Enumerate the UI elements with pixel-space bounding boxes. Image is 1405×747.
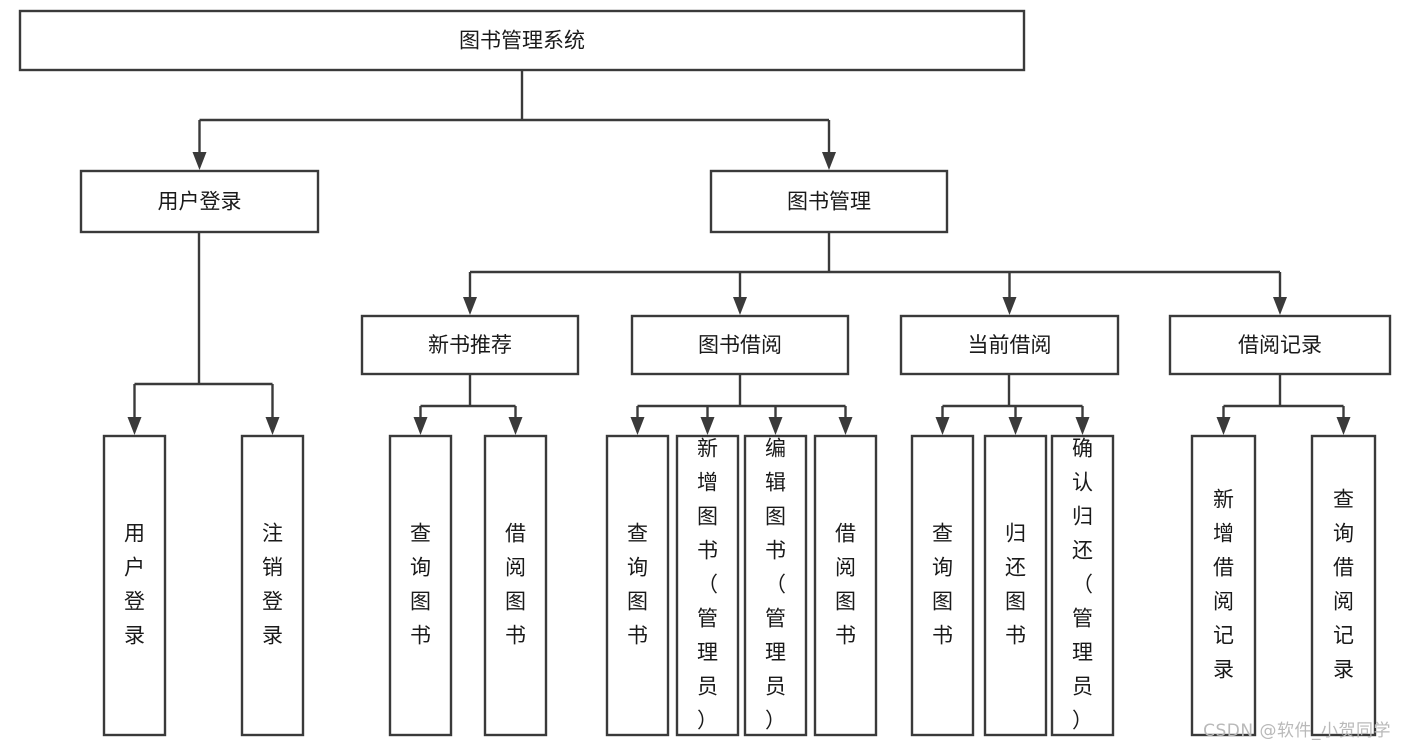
node-f-return-book[interactable]: 归还图书 xyxy=(983,434,1048,737)
node-box-current-borrow[interactable] xyxy=(899,314,1120,376)
node-f-user-logout[interactable]: 注销登录 xyxy=(240,434,305,737)
node-box-borrow-records[interactable] xyxy=(1168,314,1392,376)
connector-group-book-borrow xyxy=(630,374,853,435)
connector-group-root xyxy=(192,70,836,170)
node-label-book-borrow: 图书借阅 xyxy=(698,333,782,357)
node-box-f-confirm-return[interactable] xyxy=(1050,434,1115,737)
node-box-f-user-logout[interactable] xyxy=(240,434,305,737)
node-box-f-edit-book[interactable] xyxy=(743,434,808,737)
node-borrow-records[interactable]: 借阅记录 xyxy=(1168,314,1392,376)
node-f-user-login[interactable]: 用户登录 xyxy=(102,434,167,737)
node-label-f-borrow-book-2: 借阅图书 xyxy=(835,522,856,648)
connectors-layer xyxy=(127,70,1351,435)
node-f-edit-book[interactable]: 编辑图书（管理员） xyxy=(743,434,808,737)
node-box-f-borrow-book-2[interactable] xyxy=(813,434,878,737)
node-f-borrow-book-2[interactable]: 借阅图书 xyxy=(813,434,878,737)
node-f-confirm-return[interactable]: 确认归还（管理员） xyxy=(1050,434,1115,737)
node-root[interactable]: 图书管理系统 xyxy=(18,9,1026,72)
node-current-borrow[interactable]: 当前借阅 xyxy=(899,314,1120,376)
node-box-f-query-book-2[interactable] xyxy=(605,434,670,737)
node-label-f-query-book-1: 查询图书 xyxy=(410,522,431,648)
connector-group-user-login xyxy=(127,232,280,435)
node-f-add-record[interactable]: 新增借阅记录 xyxy=(1190,434,1257,737)
node-box-new-book-rec[interactable] xyxy=(360,314,580,376)
node-book-manage[interactable]: 图书管理 xyxy=(709,169,949,234)
node-label-f-confirm-return: 确认归还（管理员） xyxy=(1072,437,1093,733)
node-box-book-manage[interactable] xyxy=(709,169,949,234)
node-box-f-user-login[interactable] xyxy=(102,434,167,737)
node-box-f-query-book-3[interactable] xyxy=(910,434,975,737)
node-box-f-add-book[interactable] xyxy=(675,434,740,737)
connector-group-new-book-rec xyxy=(413,374,523,435)
node-label-f-edit-book: 编辑图书（管理员） xyxy=(765,437,786,733)
node-label-current-borrow: 当前借阅 xyxy=(968,333,1052,357)
node-label-book-manage: 图书管理 xyxy=(787,190,871,214)
node-box-f-borrow-book-1[interactable] xyxy=(483,434,548,737)
watermark-text: CSDN @软件_小贺同学 xyxy=(1203,721,1391,741)
node-label-f-user-logout: 注销登录 xyxy=(262,522,283,648)
node-user-login[interactable]: 用户登录 xyxy=(79,169,320,234)
node-box-book-borrow[interactable] xyxy=(630,314,850,376)
node-label-f-query-book-3: 查询图书 xyxy=(932,522,953,648)
node-box-root[interactable] xyxy=(18,9,1026,72)
node-box-f-add-record[interactable] xyxy=(1190,434,1257,737)
node-label-new-book-rec: 新书推荐 xyxy=(428,333,512,357)
node-label-f-query-record: 查询借阅记录 xyxy=(1333,488,1354,682)
node-label-f-return-book: 归还图书 xyxy=(1005,522,1026,648)
node-book-borrow[interactable]: 图书借阅 xyxy=(630,314,850,376)
node-f-query-record[interactable]: 查询借阅记录 xyxy=(1310,434,1377,737)
node-label-f-add-record: 新增借阅记录 xyxy=(1213,488,1234,682)
node-f-query-book-1[interactable]: 查询图书 xyxy=(388,434,453,737)
node-f-query-book-2[interactable]: 查询图书 xyxy=(605,434,670,737)
node-f-add-book[interactable]: 新增图书（管理员） xyxy=(675,434,740,737)
node-box-f-return-book[interactable] xyxy=(983,434,1048,737)
connector-group-current-borrow xyxy=(935,374,1090,435)
node-label-borrow-records: 借阅记录 xyxy=(1238,333,1322,357)
node-f-borrow-book-1[interactable]: 借阅图书 xyxy=(483,434,548,737)
node-label-f-query-book-2: 查询图书 xyxy=(627,522,648,648)
node-label-user-login: 用户登录 xyxy=(158,190,242,214)
connector-group-borrow-records xyxy=(1216,374,1351,435)
node-new-book-rec[interactable]: 新书推荐 xyxy=(360,314,580,376)
nodes-layer: 图书管理系统用户登录图书管理新书推荐图书借阅当前借阅借阅记录用户登录注销登录查询… xyxy=(18,9,1392,737)
connector-group-book-manage xyxy=(463,232,1287,315)
node-label-f-borrow-book-1: 借阅图书 xyxy=(505,522,526,648)
node-label-f-add-book: 新增图书（管理员） xyxy=(697,437,718,733)
node-label-root: 图书管理系统 xyxy=(459,29,585,53)
node-box-f-query-book-1[interactable] xyxy=(388,434,453,737)
node-box-user-login[interactable] xyxy=(79,169,320,234)
node-box-f-query-record[interactable] xyxy=(1310,434,1377,737)
node-f-query-book-3[interactable]: 查询图书 xyxy=(910,434,975,737)
node-label-f-user-login: 用户登录 xyxy=(124,522,145,648)
